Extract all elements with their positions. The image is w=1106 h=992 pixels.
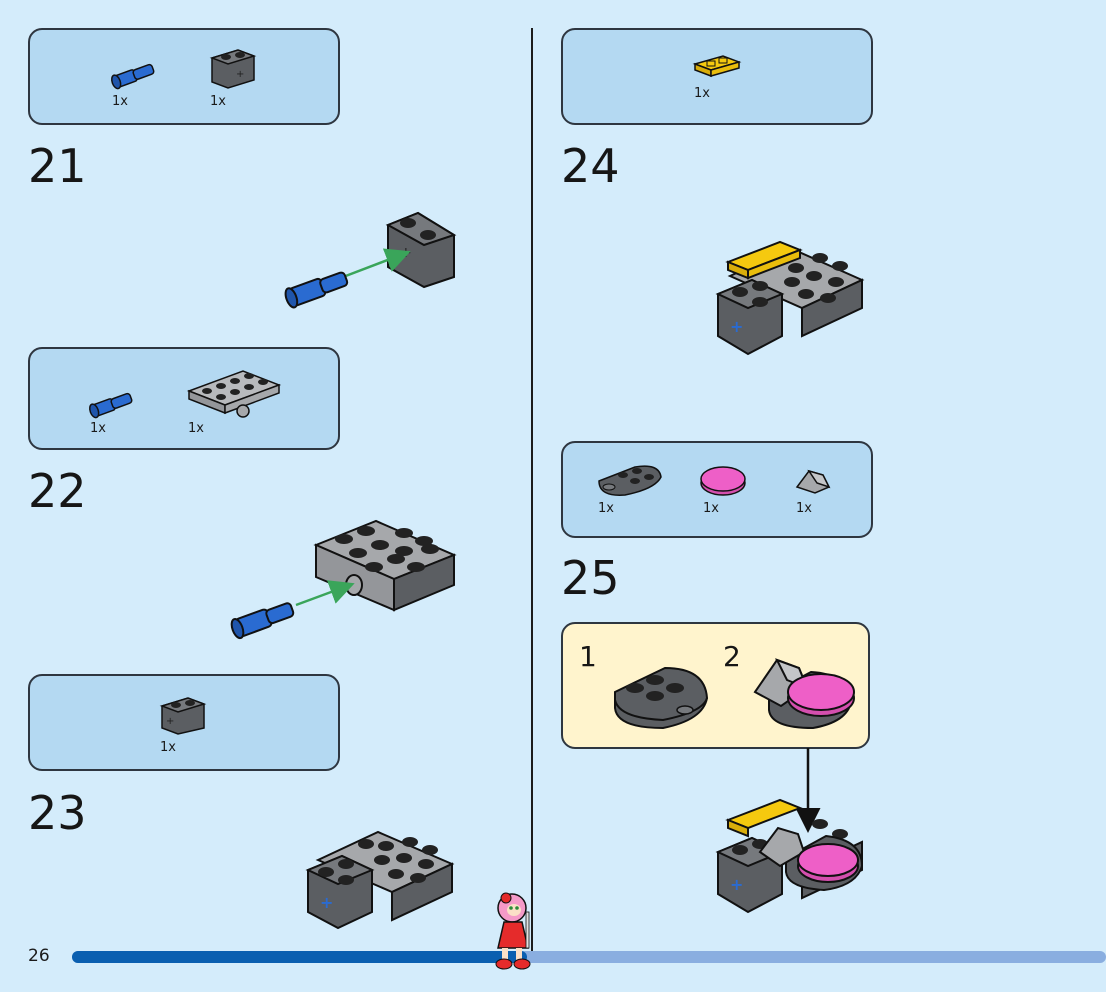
part-qty: 1x — [210, 94, 226, 109]
step-number: 24 — [561, 139, 620, 193]
substep-2-illustration — [753, 658, 855, 730]
step-23-illustration: + — [305, 830, 455, 930]
part-qty: 1x — [188, 421, 204, 436]
amy-rose-character-icon — [495, 892, 531, 970]
step-25-illustration: + — [715, 748, 864, 914]
step-number: 25 — [561, 551, 620, 605]
part-qty: 1x — [90, 421, 106, 436]
part-qty: 1x — [694, 86, 710, 101]
step-number: 22 — [28, 464, 87, 518]
substep-1-illustration — [614, 666, 709, 730]
page-number: 26 — [28, 946, 50, 966]
yellow-tile-icon — [692, 55, 742, 78]
step-number: 21 — [28, 139, 87, 193]
svg-text:+: + — [236, 69, 244, 80]
substep-panel: 1 2 — [561, 622, 870, 749]
dark-gray-brick-icon: + — [159, 697, 207, 735]
dark-gray-round-plate-icon — [598, 465, 662, 496]
blue-axle-pin-icon — [88, 392, 133, 419]
dark-gray-brick-icon: + — [209, 49, 257, 89]
parts-callout-step-21: 1x + 1x — [28, 28, 340, 125]
blue-axle-pin-icon — [110, 63, 155, 90]
part-qty: 1x — [796, 501, 812, 516]
substep-number-2: 2 — [723, 640, 741, 673]
gray-slope-icon — [795, 469, 831, 494]
svg-text:+: + — [730, 875, 743, 894]
svg-text:+: + — [730, 317, 743, 336]
column-divider — [531, 28, 533, 953]
step-24-illustration: + — [715, 240, 865, 356]
part-qty: 1x — [598, 501, 614, 516]
parts-callout-step-24: 1x — [561, 28, 873, 125]
parts-callout-step-22: 1x 1x — [28, 347, 340, 450]
parts-callout-step-25: 1x 1x 1x — [561, 441, 873, 538]
part-qty: 1x — [703, 501, 719, 516]
part-qty: 1x — [112, 94, 128, 109]
pink-round-tile-icon — [700, 466, 746, 496]
step-number: 23 — [28, 786, 87, 840]
progress-bar-fill — [72, 951, 527, 963]
step-22-illustration — [230, 519, 457, 640]
part-qty: 1x — [160, 740, 176, 755]
step-21-illustration: + — [284, 211, 457, 309]
parts-callout-step-23: + 1x — [28, 674, 340, 771]
light-gray-plate-icon — [186, 370, 282, 418]
svg-text:+: + — [166, 716, 174, 727]
svg-text:+: + — [320, 893, 333, 912]
substep-number-1: 1 — [579, 640, 597, 673]
